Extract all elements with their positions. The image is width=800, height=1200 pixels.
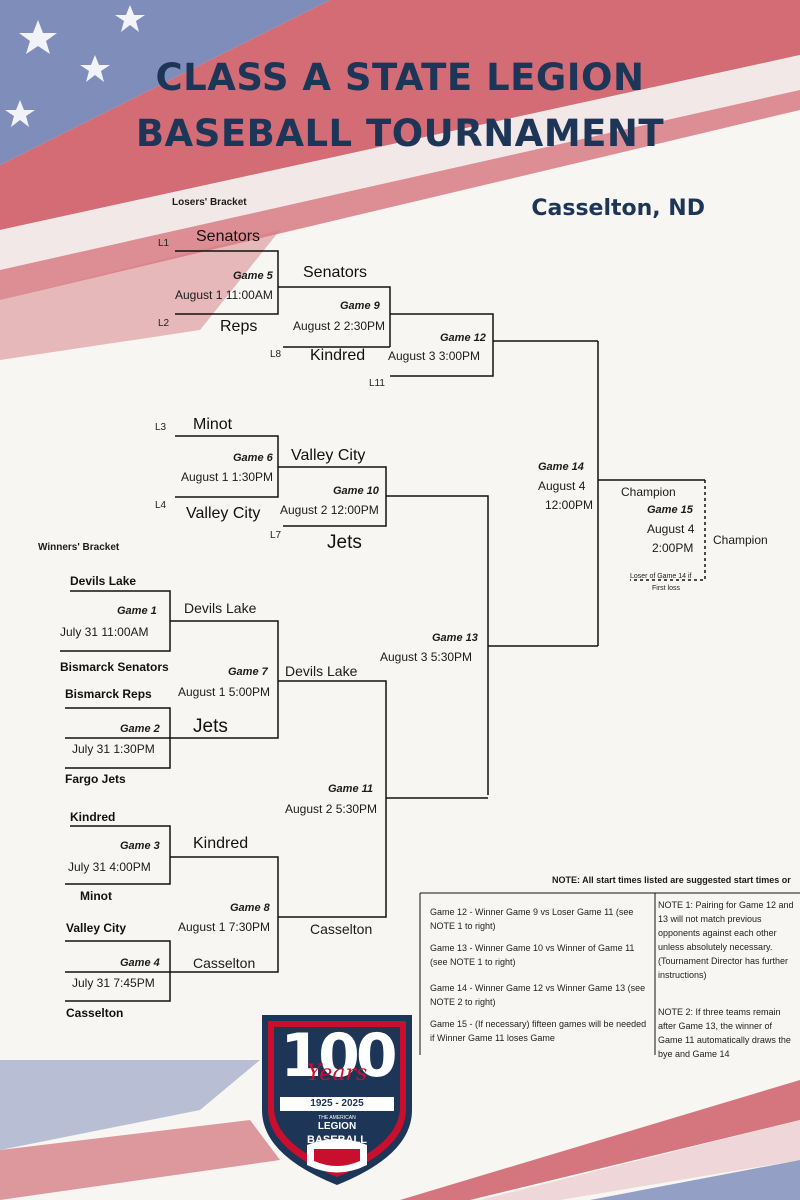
game-12-time: August 3 3:00PM: [388, 349, 481, 363]
game-15-date: August 4: [647, 522, 695, 536]
game-4-name: Game 4: [120, 957, 160, 969]
losers-bracket-label: Losers' Bracket: [172, 197, 247, 208]
game-13-time: August 3 5:30PM: [380, 650, 473, 664]
game-5-time: August 1 11:00AM: [175, 288, 273, 302]
team-g3-top: Kindred: [70, 810, 116, 824]
team-g3-winner: Kindred: [193, 835, 249, 852]
loser-note-2: First loss: [652, 585, 680, 592]
logo-sport: BASEBALL: [307, 1134, 367, 1146]
team-g8-winner: Casselton: [310, 921, 373, 937]
team-g7-winner: Devils Lake: [285, 663, 358, 679]
game-14-time: 12:00PM: [545, 498, 594, 512]
note-game-12: Game 12 - Winner Game 9 vs Loser Game 11…: [430, 907, 634, 931]
game-7-name: Game 7: [228, 666, 268, 678]
team-g4-bottom: Casselton: [66, 1006, 124, 1020]
logo-years-range: 1925 - 2025: [310, 1098, 364, 1109]
game-11-name: Game 11: [328, 783, 374, 795]
team-g1-winner: Devils Lake: [184, 600, 257, 616]
title-line-1: CLASS A STATE LEGION: [155, 56, 645, 99]
team-l4: Valley City: [186, 505, 261, 522]
game-6-time: August 1 1:30PM: [181, 470, 274, 484]
note-game-13: Game 13 - Winner Game 10 vs Winner of Ga…: [430, 943, 635, 967]
game-5-name: Game 5: [233, 270, 273, 282]
game-9-time: August 2 2:30PM: [293, 319, 386, 333]
team-l3: Minot: [193, 416, 233, 433]
game-7-time: August 1 5:00PM: [178, 685, 271, 699]
slot-l7: L7: [270, 530, 282, 541]
slot-l8: L8: [270, 349, 282, 360]
note-2: NOTE 2: If three teams remain after Game…: [658, 1007, 791, 1059]
game-1-time: July 31 11:00AM: [60, 625, 149, 639]
team-l2: Reps: [220, 318, 258, 335]
game-15-name: Game 15: [647, 504, 693, 516]
logo-org: LEGION: [317, 1121, 357, 1132]
team-g2-top: Bismarck Reps: [65, 687, 152, 701]
game-6-name: Game 6: [233, 452, 273, 464]
champion-top: Champion: [621, 485, 676, 499]
legion-100-years-logo: 100 Years 1925 - 2025 THE AMERICAN LEGIO…: [262, 1015, 412, 1185]
logo-years-script: Years: [306, 1061, 368, 1086]
location: Casselton, ND: [531, 196, 705, 221]
team-g1-bottom: Bismarck Senators: [60, 660, 169, 674]
game-8-time: August 1 7:30PM: [178, 920, 271, 934]
logo-number: 100: [280, 1021, 397, 1091]
game-14-date: August 4: [538, 479, 586, 493]
game-15-time: 2:00PM: [652, 541, 694, 555]
game-10-time: August 2 12:00PM: [280, 503, 379, 517]
team-g4-top: Valley City: [66, 921, 127, 935]
slot-l1: L1: [158, 238, 170, 249]
team-l7: Jets: [327, 532, 362, 553]
team-l1: Senators: [196, 228, 261, 245]
team-g4-winner: Casselton: [193, 955, 256, 971]
team-g1-top: Devils Lake: [70, 574, 137, 588]
note-1: NOTE 1: Pairing for Game 12 and 13 will …: [658, 900, 794, 980]
notes-header: NOTE: All start times listed are suggest…: [552, 875, 791, 885]
note-game-14: Game 14 - Winner Game 12 vs Winner Game …: [430, 983, 646, 1007]
game-9-name: Game 9: [340, 300, 380, 312]
winners-bracket-label: Winners' Bracket: [38, 542, 120, 553]
game-3-time: July 31 4:00PM: [68, 860, 151, 874]
game-12-name: Game 12: [440, 332, 486, 344]
team-g5-winner: Senators: [303, 264, 368, 281]
logo-shield-icon: [262, 1015, 412, 1185]
game-14-name: Game 14: [538, 461, 584, 473]
team-g2-winner: Jets: [193, 716, 228, 737]
game-10-name: Game 10: [333, 485, 379, 497]
game-1-name: Game 1: [117, 605, 157, 617]
slot-l11: L11: [369, 378, 385, 389]
team-g6-winner: Valley City: [291, 447, 366, 464]
note-game-15: Game 15 - (If necessary) fifteen games w…: [430, 1019, 647, 1043]
game-2-time: July 31 1:30PM: [72, 742, 155, 756]
game-11-time: August 2 5:30PM: [285, 802, 378, 816]
game-2-name: Game 2: [120, 723, 160, 735]
loser-note-1: Loser of Game 14 if: [630, 573, 692, 580]
game-8-name: Game 8: [230, 902, 270, 914]
title-line-2: BASEBALL TOURNAMENT: [135, 112, 665, 155]
champion-right: Champion: [713, 533, 768, 547]
game-4-time: July 31 7:45PM: [72, 976, 155, 990]
team-g3-bottom: Minot: [80, 889, 112, 903]
logo-org-small: THE AMERICAN: [318, 1115, 356, 1121]
slot-l2: L2: [158, 318, 170, 329]
slot-l4: L4: [155, 500, 167, 511]
team-l8: Kindred: [310, 347, 366, 364]
team-g2-bottom: Fargo Jets: [65, 772, 126, 786]
slot-l3: L3: [155, 422, 167, 433]
game-13-name: Game 13: [432, 632, 478, 644]
game-3-name: Game 3: [120, 840, 160, 852]
